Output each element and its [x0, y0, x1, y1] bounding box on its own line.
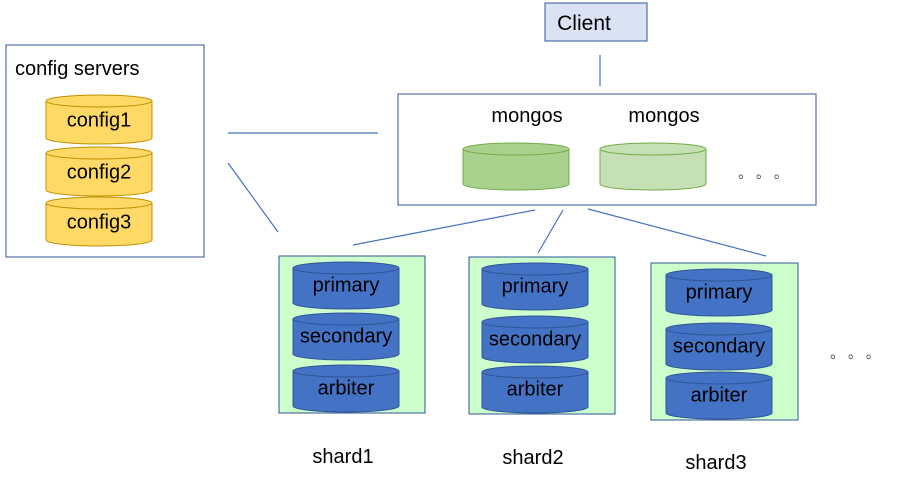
shard3-arbiter-node: arbiter [665, 371, 773, 420]
config-node-3-label: config3 [67, 212, 132, 234]
shard1-primary-node-label: primary [313, 275, 380, 297]
shard2-group: primary secondary arbiter shard2 [468, 256, 616, 469]
shard2-arbiter-node-label: arbiter [507, 379, 564, 401]
shard1-cylinders: primary secondary arbiter [292, 261, 400, 413]
shard2-cylinders: primary secondary arbiter [481, 262, 589, 414]
shard2-secondary-node-label: secondary [489, 329, 581, 351]
config-to-shard1-line [227, 162, 279, 233]
shard2-secondary-node: secondary [481, 315, 589, 364]
mongos-to-shard2-line [537, 209, 564, 254]
config-cylinders: config1 config2 config3 [45, 94, 153, 247]
config-node-2: config2 [45, 146, 153, 197]
config-node-3: config3 [45, 196, 153, 247]
shard3-secondary-node-label: secondary [673, 336, 765, 358]
shard3-cylinders: primary secondary arbiter [665, 268, 773, 420]
shard1-primary-node: primary [292, 261, 400, 310]
mongos-group: mongos mongos 。 。 。 [397, 93, 817, 206]
mongos-cylinder-1 [462, 142, 570, 191]
mongos-cylinder-2 [599, 142, 707, 191]
shard3-secondary-node: secondary [665, 322, 773, 371]
mongos-cylinders [462, 142, 707, 191]
shard2-label: shard2 [502, 447, 563, 469]
shard1-label: shard1 [312, 446, 373, 468]
config-node-2-label: config2 [67, 162, 132, 184]
shard1-arbiter-node: arbiter [292, 364, 400, 413]
config-node-1-label: config1 [67, 110, 132, 132]
shard3-group: primary secondary arbiter shard3 [650, 262, 799, 474]
shard3-primary-node: primary [665, 268, 773, 317]
client-box [544, 2, 648, 42]
shard1-group: primary secondary arbiter shard1 [278, 255, 426, 468]
config-servers-title: config servers [15, 58, 140, 80]
mongos-more-ellipsis: 。 。 。 [738, 165, 788, 181]
mongos-to-shard1-line [352, 209, 536, 246]
connectors [227, 55, 767, 257]
shard3-primary-node-label: primary [686, 282, 753, 304]
shard2-arbiter-node: arbiter [481, 365, 589, 414]
mongos-to-shard3-line [587, 208, 767, 257]
client-node: Client [544, 2, 648, 42]
shard3-arbiter-node-label: arbiter [691, 385, 748, 407]
config-node-1: config1 [45, 94, 153, 145]
mongos-label-2: mongos [628, 105, 699, 127]
shard3-label: shard3 [685, 452, 746, 474]
shards-more-ellipsis: 。 。 。 [830, 345, 880, 361]
shard1-arbiter-node-label: arbiter [318, 378, 375, 400]
shard2-primary-node: primary [481, 262, 589, 311]
client-label: Client [557, 12, 611, 35]
config-servers-group: config servers config1 config2 config3 [5, 44, 205, 258]
mongos-label-1: mongos [491, 105, 562, 127]
shard2-primary-node-label: primary [502, 276, 569, 298]
shard1-secondary-node-label: secondary [300, 326, 392, 348]
shard1-secondary-node: secondary [292, 312, 400, 361]
